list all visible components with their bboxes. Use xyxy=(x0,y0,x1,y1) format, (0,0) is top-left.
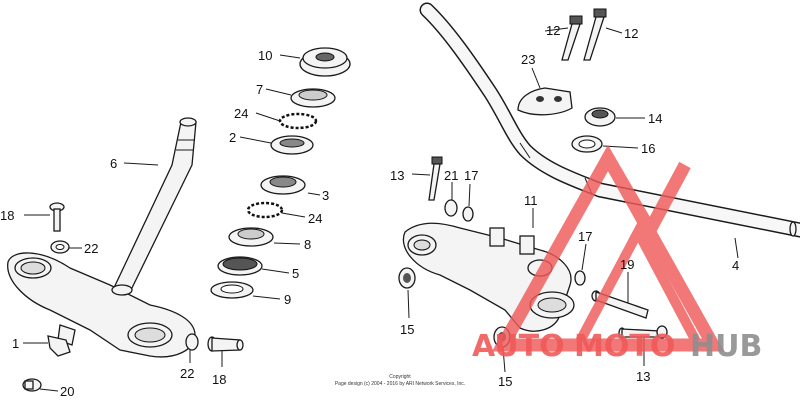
washer-17a xyxy=(462,206,474,222)
watermark-text: AUTO MOTO HUB xyxy=(472,329,762,364)
label-24b: 24 xyxy=(308,211,322,226)
steel-ball-ring-24a xyxy=(278,112,318,130)
label-1: 1 xyxy=(12,336,19,351)
watermark-moto: MOTO xyxy=(574,329,675,364)
label-17a: 17 xyxy=(464,168,478,183)
washer-9 xyxy=(210,281,254,299)
bolt-12a xyxy=(561,15,583,61)
clip-1 xyxy=(47,335,71,357)
nut-15a xyxy=(398,267,416,289)
label-11: 11 xyxy=(524,193,538,208)
steel-ball-ring-24b xyxy=(246,201,284,219)
bolt-18b xyxy=(207,336,244,352)
upper-cone-race-2 xyxy=(270,135,314,155)
label-15a: 15 xyxy=(400,322,414,337)
washer-16 xyxy=(571,135,603,153)
stem-nut-10 xyxy=(299,47,351,77)
dust-seal-5 xyxy=(217,256,263,276)
copyright-title: Copyright xyxy=(389,374,411,380)
label-20: 20 xyxy=(60,384,74,399)
handlebar xyxy=(419,2,800,238)
callout-labels: 10 7 24 2 3 24 8 5 9 6 18 22 1 20 22 18 … xyxy=(0,23,739,399)
upper-bearing-race-7 xyxy=(290,88,336,108)
label-12b: 12 xyxy=(624,26,638,41)
label-21: 21 xyxy=(444,168,458,183)
label-2: 2 xyxy=(229,130,236,145)
steering-stem xyxy=(110,117,197,293)
label-14: 14 xyxy=(648,111,662,126)
label-19: 19 xyxy=(620,257,634,272)
label-22a: 22 xyxy=(84,241,98,256)
label-22b: 22 xyxy=(180,366,194,381)
nut-20 xyxy=(22,378,42,392)
label-18b: 18 xyxy=(212,372,226,387)
bolt-19 xyxy=(591,290,649,319)
bolt-18a xyxy=(49,202,65,232)
lower-fork-bracket xyxy=(7,252,196,358)
label-5: 5 xyxy=(292,266,299,281)
label-13a: 13 xyxy=(390,168,404,183)
washer-22a xyxy=(50,240,70,254)
label-23: 23 xyxy=(521,52,535,67)
copyright-notice: Page design (c) 2004 - 2016 by ARI Netwo… xyxy=(335,381,465,387)
label-12a: 12 xyxy=(546,23,560,38)
label-4: 4 xyxy=(732,258,739,273)
label-17b: 17 xyxy=(578,229,592,244)
watermark-hub: HUB xyxy=(690,329,762,364)
label-10: 10 xyxy=(258,48,272,63)
lower-cone-race-3 xyxy=(260,175,306,195)
bolt-12b xyxy=(583,8,607,61)
watermark-logo xyxy=(491,144,725,352)
nut-14 xyxy=(584,107,616,127)
washer-17b xyxy=(574,270,586,286)
label-8: 8 xyxy=(304,237,311,252)
label-13b: 13 xyxy=(636,369,650,384)
label-24a: 24 xyxy=(234,106,248,121)
lower-bearing-race-8 xyxy=(228,227,274,247)
washer-22b xyxy=(185,333,199,351)
washer-21 xyxy=(444,199,458,217)
label-7: 7 xyxy=(256,82,263,97)
label-18a: 18 xyxy=(0,208,14,223)
label-6: 6 xyxy=(110,156,117,171)
bolt-13b xyxy=(618,325,668,339)
label-3: 3 xyxy=(322,188,329,203)
upper-holder-23 xyxy=(517,87,573,116)
label-9: 9 xyxy=(284,292,291,307)
watermark-auto: AUTO xyxy=(472,329,565,364)
label-16: 16 xyxy=(641,141,655,156)
label-15b: 15 xyxy=(498,374,512,389)
bolt-13a xyxy=(428,156,443,201)
